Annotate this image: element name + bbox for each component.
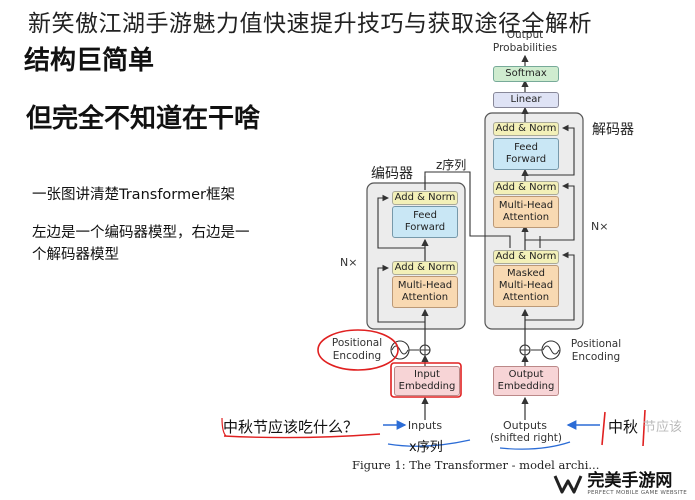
encoder-add-norm-1: Add & Norm — [392, 261, 458, 275]
z-sequence-label: z序列 — [436, 158, 467, 172]
answer-annotation: 中秋 — [608, 418, 639, 436]
logo-name: 完美手游网 — [587, 471, 673, 491]
shifted-right-label: (shifted right) — [490, 432, 562, 444]
decoder-add-norm-2: Add & Norm — [493, 181, 559, 195]
figure-caption: Figure 1: The Transformer - model archi.… — [352, 458, 600, 472]
note-transformer: 一张图讲清楚Transformer框架 — [32, 187, 236, 203]
encoder-label: 编码器 — [371, 166, 413, 182]
note-encoder-decoder-2: 个解码器模型 — [32, 247, 119, 263]
decoder-add-norm-1: Add & Norm — [493, 250, 559, 264]
decoder-label: 解码器 — [592, 122, 634, 138]
logo-subtitle: PERFECT MOBILE GAME WEBSITE — [587, 490, 687, 496]
encoder-nx-label: N× — [340, 256, 358, 269]
softmax-block: Softmax — [493, 66, 559, 82]
decoder-nx-label: N× — [591, 220, 609, 233]
question-annotation: 中秋节应该吃什么？ — [223, 418, 359, 436]
slide-subtitle: 但完全不知道在干啥 — [26, 104, 261, 134]
x-sequence-annotation: x序列 — [409, 440, 443, 455]
input-embedding-highlight — [390, 362, 462, 398]
page-title: 新笑傲江湖手游魅力值快速提升技巧与获取途径全解析 — [28, 11, 592, 37]
watermark-logo: 完美手游网 PERFECT MOBILE GAME WEBSITE — [553, 472, 687, 496]
note-encoder-decoder-1: 左边是一个编码器模型，右边是一 — [32, 225, 250, 241]
positional-encoding-highlight — [317, 329, 399, 371]
logo-w-icon — [554, 475, 583, 494]
encoder-add-norm-2: Add & Norm — [392, 191, 458, 205]
linear-block: Linear — [493, 92, 559, 108]
outputs-label: Outputs — [503, 419, 547, 432]
output-probabilities-label: Output Probabilities — [492, 29, 558, 54]
faded-annotation: 节应该 — [643, 420, 683, 435]
inputs-label: Inputs — [407, 419, 443, 432]
slide-title: 结构巨简单 — [24, 46, 155, 76]
decoder-add-norm-3: Add & Norm — [493, 122, 559, 136]
